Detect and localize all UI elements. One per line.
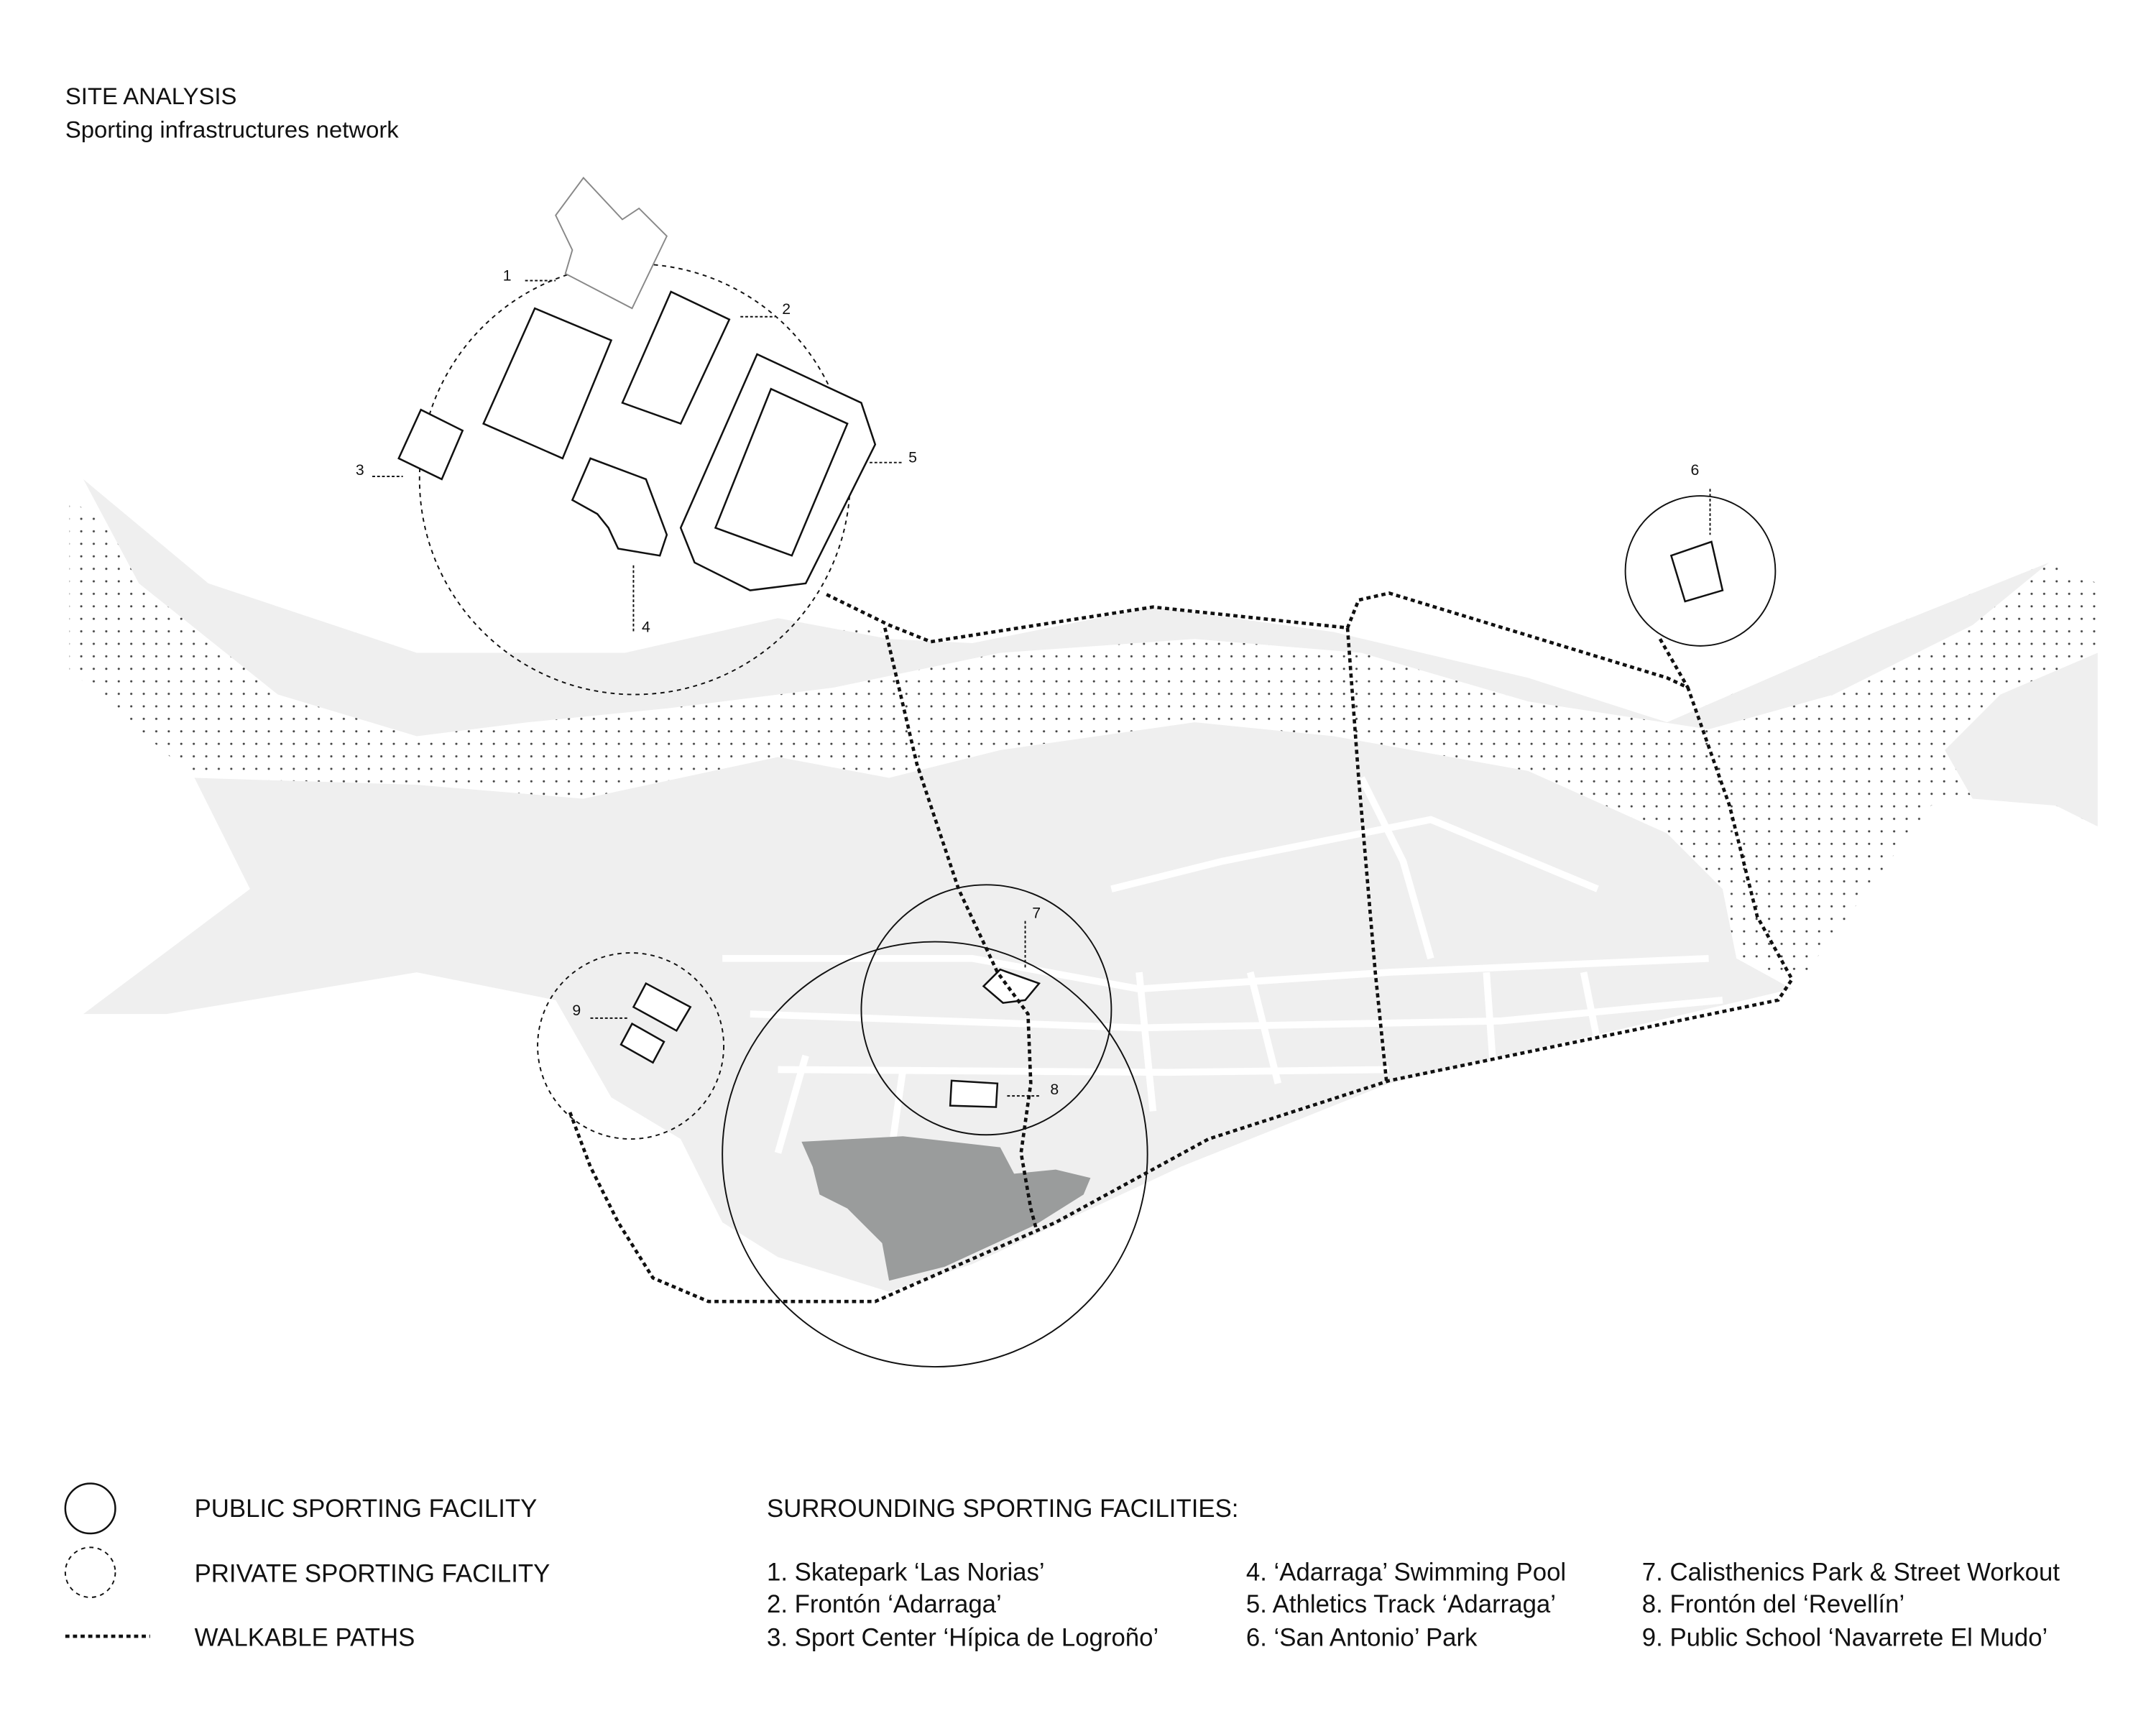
facility-item: 9. Public School ‘Navarrete El Mudo’: [1642, 1625, 2048, 1652]
map-label-5: 5: [908, 449, 917, 466]
public-facility-circle-8: [722, 941, 1148, 1368]
facility-item: 1. Skatepark ‘Las Norias’: [767, 1559, 1045, 1587]
public-facility-circle-6: [1624, 495, 1777, 647]
subtitle: Sporting infrastructures network: [65, 116, 399, 142]
walkable-paths: [568, 591, 1795, 1304]
map-label-6: 6: [1690, 461, 1699, 479]
map-label-1: 1: [503, 267, 512, 284]
facilities-heading: SURROUNDING SPORTING FACILITIES:: [767, 1495, 1238, 1523]
facility-item: 2. Frontón ‘Adarraga’: [767, 1591, 1002, 1618]
title: SITE ANALYSIS: [65, 83, 237, 109]
facility-item: 5. Athletics Track ‘Adarraga’: [1246, 1591, 1556, 1618]
map-label-9: 9: [572, 1002, 581, 1019]
map-label-4: 4: [642, 619, 650, 636]
map-labels: 1 2 3 4 5 6 7 8 9: [356, 267, 1699, 1098]
map-label-7: 7: [1032, 905, 1041, 922]
legend-paths: WALKABLE PATHS: [195, 1625, 415, 1652]
north-bank: [83, 479, 2050, 737]
facility-item: 3. Sport Center ‘Hípica de Logroño’: [767, 1625, 1158, 1652]
public-facility-circle-7: [860, 884, 1112, 1136]
streets: [722, 776, 1723, 1168]
project-site: [801, 1136, 1091, 1281]
public-facility-legend-icon: [64, 1482, 116, 1535]
map-label-8: 8: [1050, 1081, 1059, 1098]
buildings: [397, 176, 1724, 1108]
map-label-2: 2: [782, 300, 791, 318]
private-facility-circle-9: [537, 952, 725, 1140]
islet: [1945, 652, 2098, 827]
facility-item: 6. ‘San Antonio’ Park: [1246, 1625, 1478, 1652]
facilities-list: 1. Skatepark ‘Las Norias’ 2. Frontón ‘Ad…: [767, 1559, 2060, 1652]
facility-item: 7. Calisthenics Park & Street Workout: [1642, 1559, 2060, 1587]
callouts: [372, 280, 1711, 1097]
legend-private: PRIVATE SPORTING FACILITY: [195, 1561, 550, 1588]
river-area: [69, 499, 2098, 979]
private-facility-legend-icon: [64, 1546, 116, 1598]
facility-item: 4. ‘Adarraga’ Swimming Pool: [1246, 1559, 1566, 1587]
map-label-3: 3: [356, 461, 364, 479]
legend-public: PUBLIC SPORTING FACILITY: [195, 1495, 538, 1523]
facility-item: 8. Frontón del ‘Revellín’: [1642, 1591, 1904, 1618]
